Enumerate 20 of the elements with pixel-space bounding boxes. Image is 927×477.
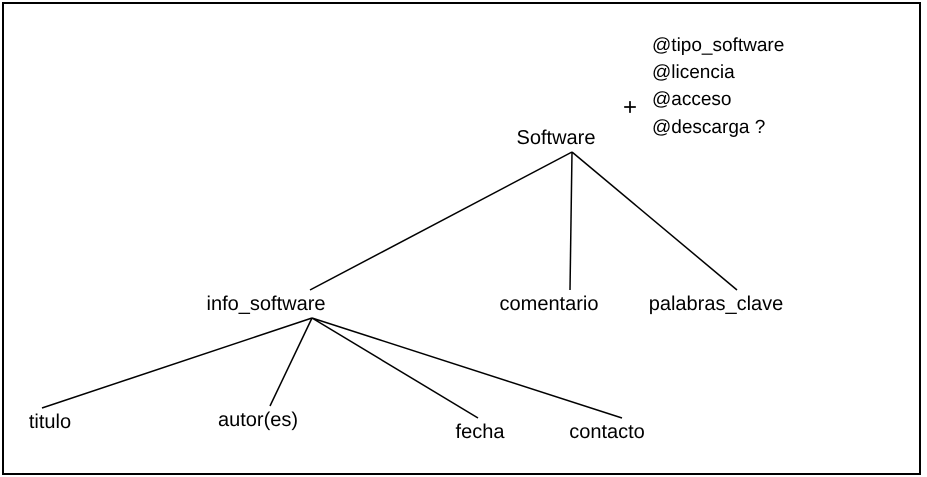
attribute-label: @descarga ? xyxy=(652,116,766,140)
attribute-label: @licencia xyxy=(652,61,735,85)
node-label: fecha xyxy=(452,418,508,446)
tree-line xyxy=(572,151,738,291)
tree-line xyxy=(310,151,572,291)
node-label: titulo xyxy=(26,408,74,436)
plus-sign: + xyxy=(623,96,638,120)
attribute-label: @tipo_software xyxy=(652,34,784,58)
tree-line xyxy=(312,317,622,419)
node-label: contacto xyxy=(566,418,648,446)
tree-line xyxy=(312,317,478,419)
attribute-label: @acceso xyxy=(652,88,732,112)
tree-line xyxy=(569,152,573,290)
node-label: comentario xyxy=(496,290,602,318)
node-label: autor(es) xyxy=(214,406,302,434)
tree-line xyxy=(42,317,312,409)
node-label: palabras_clave xyxy=(646,290,786,318)
node-label: Software xyxy=(514,124,598,152)
node-label: info_software xyxy=(204,290,328,318)
tree-line xyxy=(269,318,313,406)
